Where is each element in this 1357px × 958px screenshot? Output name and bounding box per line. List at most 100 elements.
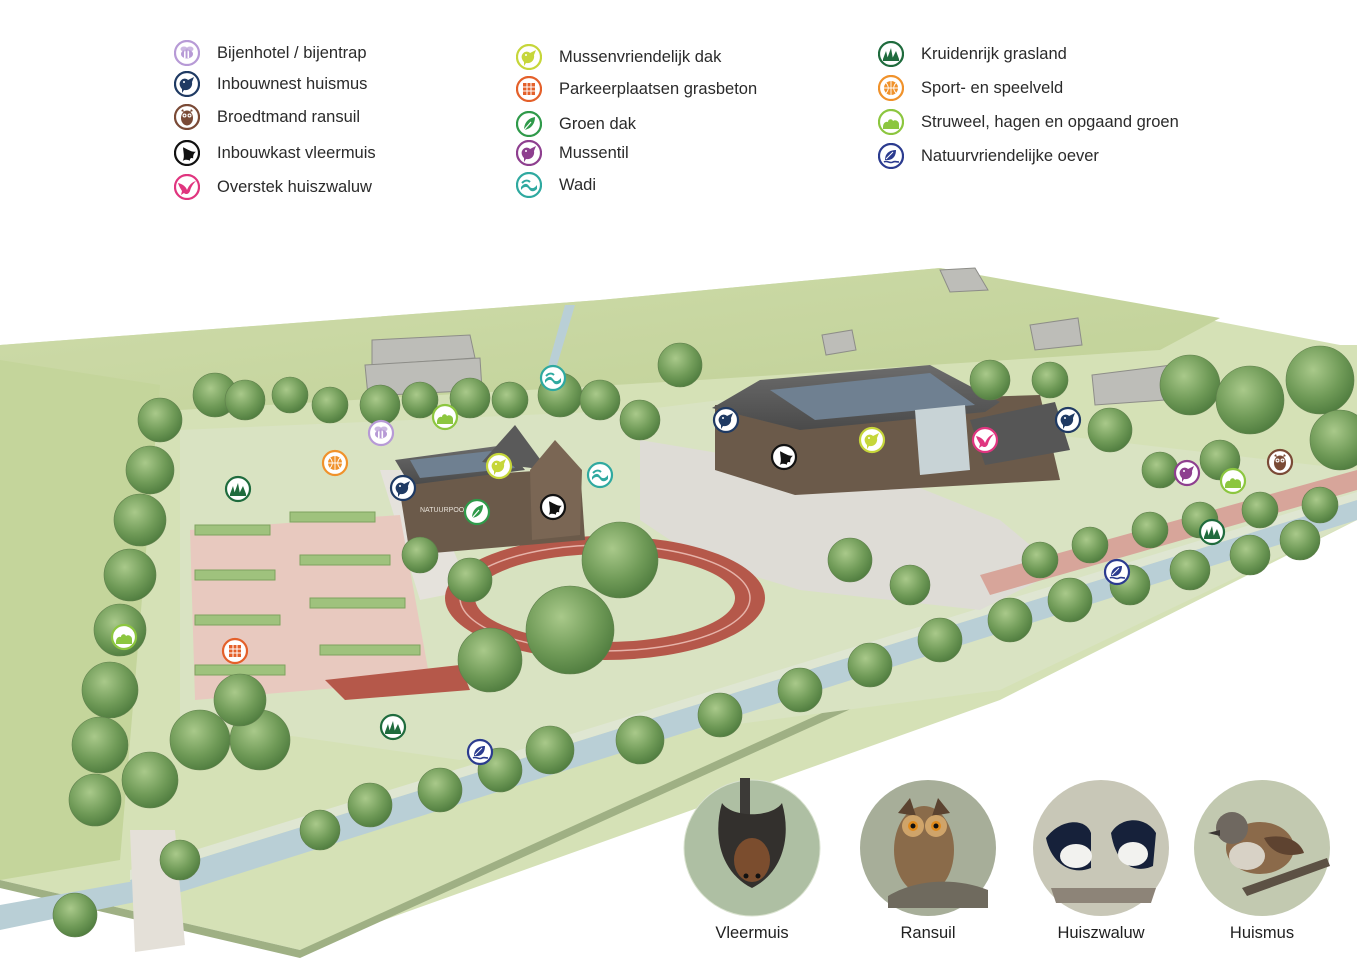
solar-panels: [770, 373, 975, 420]
parking-entry: [325, 665, 470, 700]
tree: [125, 445, 175, 495]
bank-icon: [877, 142, 905, 170]
tree: [1301, 486, 1339, 524]
legend-item-shrubs-hedges: Struweel, hagen en opgaand groen: [877, 107, 1179, 137]
legend-label: Mussenvriendelijk dak: [559, 47, 722, 66]
tree: [847, 642, 893, 688]
tree: [169, 709, 231, 771]
map-marker-bee-icon: [367, 419, 395, 447]
tree: [1071, 526, 1109, 564]
tree: [68, 773, 122, 827]
map-marker-bat-icon: [539, 493, 567, 521]
legend-label: Groen dak: [559, 114, 637, 133]
tree: [1159, 354, 1221, 416]
tree: [1169, 549, 1211, 591]
legend-label: Wadi: [559, 175, 596, 194]
tree: [889, 564, 931, 606]
legend-label: Parkeerplaatsen grasbeton: [559, 79, 758, 98]
owl-photo: [860, 780, 996, 916]
tree: [657, 342, 703, 388]
map-marker-sparrow-icon: [389, 474, 417, 502]
sparrow-icon: [173, 70, 201, 98]
wadi-icon: [515, 171, 543, 199]
bat-photo: [683, 778, 821, 917]
tree: [579, 379, 621, 421]
legend-label: Mussentil: [559, 143, 629, 162]
tree: [81, 661, 139, 719]
sparrow-perch-icon: [515, 139, 543, 167]
legend-label: Natuurvriendelijke oever: [921, 146, 1099, 165]
parking-hedge: [309, 597, 406, 609]
swallow-photo: [1033, 780, 1169, 916]
map-marker-bank-icon: [466, 738, 494, 766]
ball-icon: [877, 74, 905, 102]
legend-item-bat-box: Inbouwkast vleermuis: [173, 138, 376, 168]
tree: [1141, 451, 1179, 489]
map-marker-owl-icon: [1266, 448, 1294, 476]
legend-label: Struweel, hagen en opgaand groen: [921, 112, 1179, 131]
map-marker-sparrow-icon: [712, 406, 740, 434]
tree: [1131, 511, 1169, 549]
map-marker-grass-concrete-icon: [221, 637, 249, 665]
tree: [777, 667, 823, 713]
map-marker-ball-icon: [321, 449, 349, 477]
school-building-small: NATUURPOORT: [395, 425, 585, 555]
tree: [1241, 491, 1279, 529]
tree: [581, 521, 659, 599]
green-roof-icon: [515, 110, 543, 138]
tree: [697, 692, 743, 738]
shed: [1029, 317, 1083, 351]
legend-item-nature-bank: Natuurvriendelijke oever: [877, 141, 1099, 171]
tree: [525, 725, 575, 775]
map-markers: [110, 364, 1294, 766]
parking-hedge: [319, 644, 421, 656]
map-marker-swallow-icon: [971, 426, 999, 454]
paving-main: [640, 440, 1060, 610]
map-marker-green-roof-icon: [463, 498, 491, 526]
tree: [401, 381, 439, 419]
species-owl: Ransuil: [858, 778, 998, 943]
shed: [821, 329, 857, 356]
tree: [917, 617, 963, 663]
tree: [1087, 407, 1133, 453]
tree: [213, 673, 267, 727]
tree: [457, 627, 523, 693]
legend-item-grass-concrete-parking: Parkeerplaatsen grasbeton: [515, 74, 758, 104]
tree: [224, 379, 266, 421]
tree: [525, 585, 615, 675]
legend-label: Overstek huiszwaluw: [217, 177, 372, 196]
parking-hedge: [194, 524, 271, 536]
background-buildings: [364, 267, 1173, 406]
parking-hedge: [299, 554, 391, 566]
species-swallow: Huiszwaluw: [1031, 778, 1171, 943]
parking-hedge: [194, 614, 281, 626]
tree: [1215, 365, 1285, 435]
tree: [137, 397, 183, 443]
map-marker-roof-bird-icon: [485, 452, 513, 480]
building-sign: NATUURPOORT: [420, 507, 474, 514]
map-marker-bank-icon: [1103, 558, 1131, 586]
map-marker-herb-grass-icon: [1198, 518, 1226, 546]
map-marker-shrub-icon: [431, 403, 459, 431]
map-marker-herb-grass-icon: [224, 475, 252, 503]
parking-hedge: [194, 664, 286, 676]
tree: [987, 597, 1033, 643]
legend-item-swallow-eave: Overstek huiszwaluw: [173, 172, 372, 202]
tree: [347, 782, 393, 828]
parking-lot: [190, 511, 470, 700]
trees: [52, 342, 1357, 938]
map-marker-wadi-icon: [586, 461, 614, 489]
tree: [449, 377, 491, 419]
shed: [939, 267, 989, 293]
legend-item-house-sparrow-nest: Inbouwnest huismus: [173, 69, 367, 99]
legend-label: Sport- en speelveld: [921, 78, 1064, 97]
shrub-icon: [877, 108, 905, 136]
species-caption: Huiszwaluw: [1057, 924, 1145, 942]
tree: [121, 751, 179, 809]
tree: [1279, 519, 1321, 561]
tree: [52, 892, 98, 938]
tree: [401, 536, 439, 574]
map-marker-sparrow-icon: [1054, 406, 1082, 434]
tree: [619, 399, 661, 441]
